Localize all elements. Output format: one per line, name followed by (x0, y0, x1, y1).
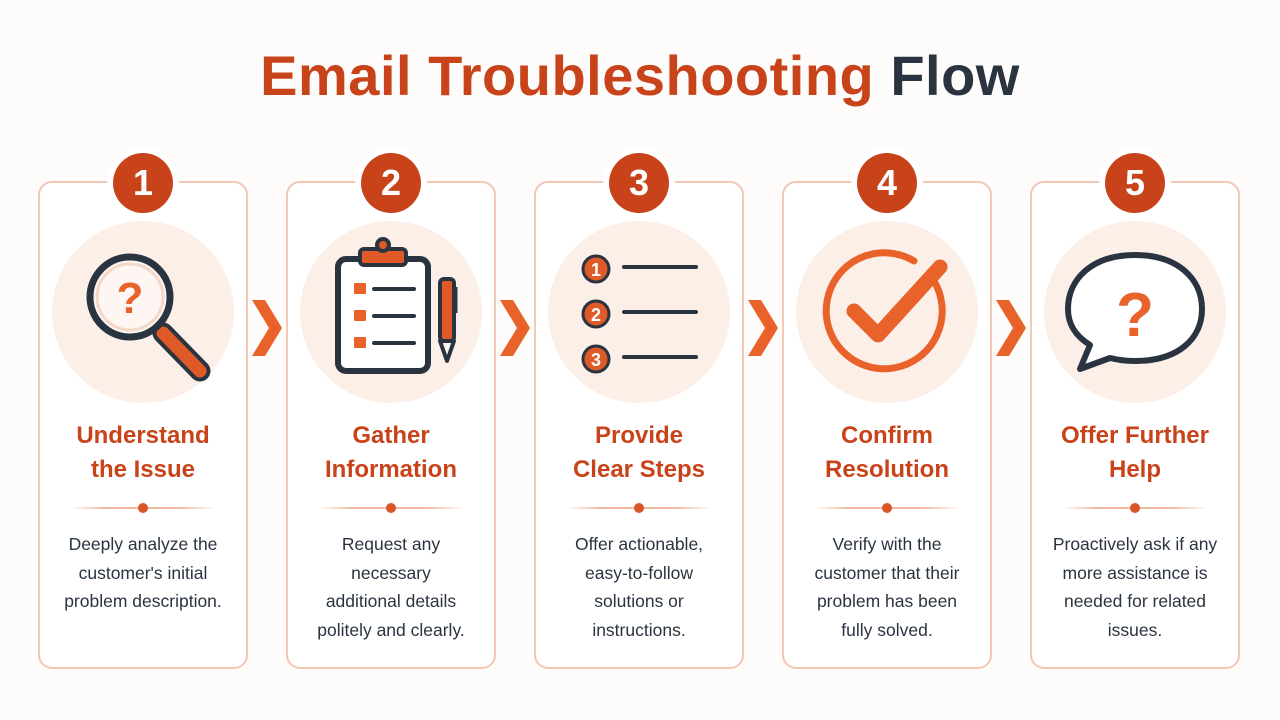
desc-line: fully solved. (841, 619, 933, 640)
heading-line: Help (1108, 456, 1161, 483)
step-number-badge: 5 (1105, 153, 1165, 213)
desc-line: Deeply analyze the (68, 534, 218, 554)
desc-line: customer's initial (78, 562, 208, 583)
icon-backdrop: ? (1044, 221, 1226, 403)
list-number: 2 (591, 305, 601, 325)
step-number-badge: 1 (113, 153, 173, 213)
divider-dot (1130, 503, 1140, 513)
step-heading: Confirm Resolution (790, 419, 984, 487)
step-description: Request any necessary additional details… (300, 530, 482, 644)
desc-line: Verify with the (832, 534, 942, 554)
svg-text:?: ? (1116, 281, 1154, 350)
step-badge-wrap: 5 (1099, 147, 1171, 219)
step-heading: Offer Further Help (1038, 419, 1232, 487)
step-description: Proactively ask if any more assistance i… (1044, 530, 1226, 644)
list-number: 3 (591, 350, 601, 370)
step-badge-wrap: 4 (851, 147, 923, 219)
heading-line: Information (325, 456, 457, 483)
heading-line: Offer Further (1060, 422, 1209, 449)
chevron-right-icon (748, 300, 778, 356)
list-number: 1 (591, 260, 601, 280)
step-badge-wrap: 3 (603, 147, 675, 219)
desc-line: issues. (1107, 619, 1163, 640)
heading-line: Confirm (841, 422, 933, 449)
icon-backdrop: ? (52, 221, 234, 403)
chevron-right-icon (996, 300, 1026, 356)
desc-line: customer that their (814, 562, 960, 583)
desc-line: additional details (325, 591, 457, 611)
icon-backdrop (796, 221, 978, 403)
magnifier-question-icon: ? (86, 253, 211, 382)
divider-dot (882, 503, 892, 513)
step-number-badge: 3 (609, 153, 669, 213)
step-description: Deeply analyze the customer's initial pr… (52, 530, 234, 616)
heading-line: Clear Steps (572, 456, 706, 483)
icon-backdrop (300, 221, 482, 403)
step-card-5: 5 ? Offer Further Help Proactively ask i… (1030, 147, 1240, 669)
clipboard-pen-icon (335, 237, 458, 374)
step-card-1: 1 ? Understand the Issue Deeply analyze … (38, 147, 248, 669)
chevron-right-icon (252, 300, 282, 356)
title-main: Email Troubleshooting (260, 44, 875, 107)
divider-dot (634, 503, 644, 513)
heading-line: Provide (594, 422, 684, 449)
heading-line: Understand (76, 422, 210, 449)
heading-line: Resolution (825, 456, 949, 483)
speech-bubble-question-icon: ? (1065, 252, 1205, 372)
desc-line: problem description. (64, 591, 222, 611)
title-accent: Flow (890, 44, 1020, 107)
step-number-badge: 4 (857, 153, 917, 213)
check-circle-icon (822, 249, 948, 373)
desc-line: easy-to-follow (585, 562, 693, 583)
desc-line: solutions or (594, 591, 684, 611)
svg-text:?: ? (117, 274, 144, 323)
step-description: Offer actionable, easy-to-follow solutio… (548, 530, 730, 644)
step-badge-wrap: 1 (107, 147, 179, 219)
desc-line: Proactively ask if any (1052, 534, 1218, 554)
step-number-badge: 2 (361, 153, 421, 213)
numbered-list-icon: 1 2 3 (581, 254, 698, 374)
step-description: Verify with the customer that their prob… (796, 530, 978, 644)
step-card-3: 3 1 2 3 Provide Clear Steps Offer action… (534, 147, 744, 669)
desc-line: politely and clearly. (317, 619, 465, 640)
divider-dot (138, 503, 148, 513)
heading-line: Gather (352, 422, 430, 449)
page-title: Email Troubleshooting Flow (0, 38, 1280, 114)
step-heading: Gather Information (294, 419, 488, 487)
icon-backdrop: 1 2 3 (548, 221, 730, 403)
step-heading: Understand the Issue (46, 419, 240, 487)
step-heading: Provide Clear Steps (542, 419, 736, 487)
chevron-right-icon (500, 300, 530, 356)
step-badge-wrap: 2 (355, 147, 427, 219)
desc-line: Offer actionable, (574, 534, 704, 554)
step-card-4: 4 Confirm Resolution Verify with the cus… (782, 147, 992, 669)
desc-line: instructions. (592, 619, 686, 640)
divider-dot (386, 503, 396, 513)
desc-line: more assistance is (1062, 562, 1208, 583)
desc-line: problem has been (816, 591, 958, 611)
desc-line: Request any necessary (341, 534, 441, 583)
desc-line: needed for related (1063, 591, 1207, 611)
heading-line: the Issue (90, 456, 196, 483)
step-card-2: 2 Gather Information (286, 147, 496, 669)
